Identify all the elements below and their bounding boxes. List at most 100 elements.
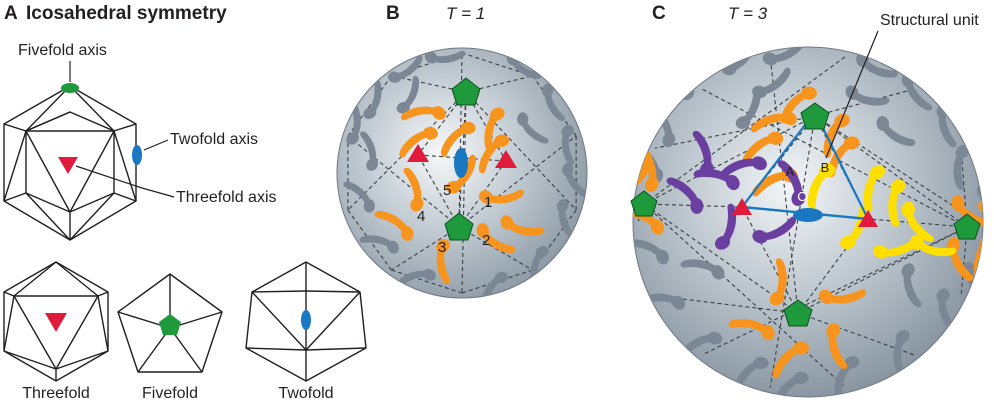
b-grey-subunit-7-head	[363, 199, 375, 213]
c-grey-subunit-13	[893, 329, 910, 375]
c-grey-subunit-19-tail	[903, 270, 922, 308]
b-orange-subunit-5-head	[479, 190, 494, 204]
b-grey-subunit-7	[343, 181, 375, 213]
t1-threefold-left	[407, 144, 429, 162]
b-rim-line-2	[458, 135, 577, 228]
fivefold-view	[117, 273, 223, 373]
t3-subunit-a: A	[786, 164, 795, 179]
c-grey-subunit-4-tail	[905, 80, 933, 111]
b-lattice-5	[458, 91, 467, 228]
c-yellow-subunit-5	[910, 234, 957, 257]
t3-threefold-left	[732, 198, 752, 215]
c-grey-subunit-9-head	[671, 295, 686, 310]
b-grey-subunit-6	[360, 131, 379, 171]
c-orange-subunit-0-tail	[750, 113, 790, 133]
b-orange-subunit-7-tail	[436, 245, 451, 285]
c-yellow-subunit-2	[873, 237, 920, 259]
b-grey-subunit-15-tail	[520, 120, 549, 144]
c-yellow-subunit-1-tail	[905, 210, 934, 243]
c-purple-subunit-0	[720, 156, 767, 178]
b-orange-subunit-8-tail	[403, 167, 422, 205]
c-orange-subunit-16-head	[826, 323, 841, 339]
c-purple-subunit-5-tail	[692, 130, 712, 170]
c-grey-subunit-19	[901, 263, 922, 308]
c-yellow-subunit-5-tail	[915, 241, 957, 257]
b-rim-line-6	[391, 226, 460, 271]
t3-threefold-right	[858, 210, 878, 227]
c-rim-line-10	[769, 56, 799, 314]
c-yellow-subunit-0-tail	[863, 170, 879, 212]
c-yellow-subunit-4-head	[890, 179, 906, 194]
c-lattice-5	[741, 206, 799, 314]
threefold-caption: Threefold	[22, 385, 90, 402]
b-grey-subunit-2-tail	[430, 50, 466, 63]
c-purple-subunit-4-head	[725, 174, 740, 191]
panel-a: A Icosahedral symmetry Fivefold axis	[3, 3, 367, 402]
c-unit-c-subunit-tail	[777, 160, 803, 198]
b-grey-subunit-8	[359, 235, 400, 254]
c-orange-subunit-6-tail	[633, 208, 660, 228]
b-orange-subunit-7-head	[436, 239, 450, 254]
b-orange-subunit-4	[440, 121, 476, 157]
c-grey-subunit-18-tail	[680, 259, 720, 274]
b-orange-subunit-10-tail	[505, 221, 545, 236]
b-grey-subunit-1-tail	[395, 55, 423, 80]
c-yellow-subunit-3-tail	[847, 205, 867, 245]
b-orange-subunit-0-head	[431, 106, 446, 120]
t3-fivefold-right	[953, 213, 981, 240]
c-orange-subunit-14	[818, 289, 866, 305]
c-orange-subunit-3	[742, 131, 784, 164]
c-grey-subunit-12-head	[844, 356, 860, 369]
c-grey-subunit-17-tail	[880, 123, 916, 147]
b-orange-subunit-0-tail	[400, 106, 440, 121]
t1-twofold	[454, 148, 468, 178]
twofold-view	[245, 261, 367, 382]
c-grey-subunit-18	[680, 259, 725, 280]
c-orange-subunit-5-head	[644, 176, 659, 192]
threefold-axis-marker	[58, 157, 78, 174]
b-grey-subunit-11-head	[535, 245, 549, 258]
c-orange-subunit-6	[633, 208, 665, 235]
panel-c-t-number: T = 3	[728, 4, 768, 23]
b-grey-subunit-5-tail	[562, 130, 575, 166]
b-grey-subunit-9-head	[422, 268, 436, 281]
b-grey-subunit-9-tail	[396, 270, 430, 287]
b-grey-subunit-1	[387, 55, 423, 83]
b-grey-subunit-12	[556, 199, 575, 239]
c-orange-subunit-2-tail	[780, 90, 808, 124]
b-rim-line-5	[461, 91, 467, 294]
c-orange-subunit-17	[772, 341, 809, 379]
threefold-axis-label: Threefold axis	[176, 189, 277, 206]
c-grey-subunit-17	[876, 116, 916, 147]
t1-background-subunits	[343, 50, 587, 298]
c-unit-c-subunit-head	[791, 189, 806, 207]
c-yellow-subunit-1-head	[901, 201, 915, 218]
b-orange-subunit-6-head	[476, 223, 490, 238]
b-grey-subunit-16-tail	[402, 75, 419, 110]
b-grey-subunit-9	[396, 268, 436, 287]
b-grey-subunit-16	[396, 75, 419, 114]
c-orange-subunit-3-tail	[742, 135, 775, 164]
b-grey-subunit-8-tail	[359, 235, 395, 249]
b-rim-ring-0	[461, 52, 533, 77]
t1-subunit-3: 3	[438, 239, 446, 256]
c-purple-subunit-2-head	[714, 235, 731, 250]
c-grey-subunit-19-head	[901, 263, 915, 278]
c-orange-subunit-12-head	[978, 199, 983, 214]
c-yellow-subunit-5-head	[910, 234, 925, 251]
c-orange-subunit-13-head	[769, 291, 785, 306]
b-orange-subunit-1-head	[490, 107, 505, 121]
c-orange-subunit-10-tail	[949, 245, 974, 282]
b-orange-subunit-1	[484, 107, 505, 152]
twofold-axis-marker	[132, 145, 142, 165]
t3-subunit-c: C	[797, 189, 806, 204]
c-orange-subunit-15-head	[760, 324, 775, 341]
c-grey-subunit-6-tail	[953, 150, 965, 190]
c-purple-subunit-2-tail	[721, 203, 737, 245]
c-orange-subunit-9-tail	[955, 203, 983, 228]
b-grey-subunit-15-head	[517, 112, 529, 126]
t1-threefold-right	[495, 150, 517, 168]
b-grey-subunit-0-head	[363, 107, 377, 120]
t3-twofold	[793, 208, 823, 222]
c-purple-subunit-3-tail	[760, 216, 797, 241]
